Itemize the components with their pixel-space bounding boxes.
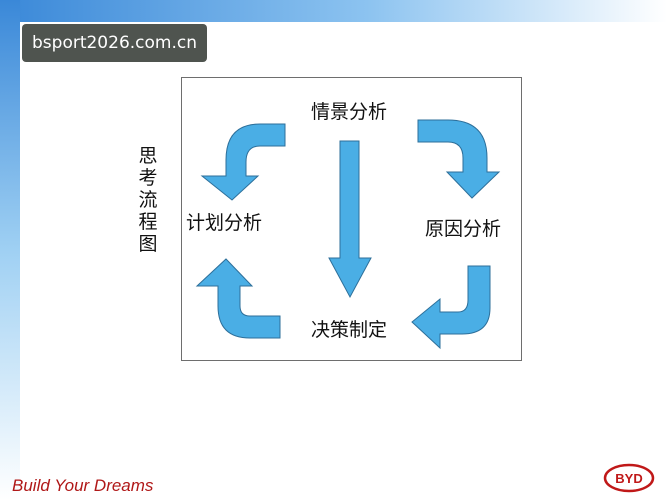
watermark-label: bsport2026.com.cn <box>22 24 207 62</box>
node-situation-analysis: 情景分析 <box>311 101 388 123</box>
footer-slogan: Build Your Dreams <box>12 476 154 495</box>
arrow-curve-top-right <box>417 119 501 199</box>
svg-text:BYD: BYD <box>615 471 642 486</box>
node-cause-analysis: 原因分析 <box>425 218 502 240</box>
arrow-down-center <box>328 140 372 299</box>
top-gradient-band <box>0 0 667 22</box>
node-decision-making: 决策制定 <box>311 319 388 341</box>
vertical-title: 思考流程图 <box>138 145 158 255</box>
arrow-curve-top-left <box>200 123 286 201</box>
left-gradient-band <box>0 0 20 500</box>
arrow-curve-bottom-left <box>195 258 281 339</box>
byd-logo: BYD <box>603 463 655 493</box>
arrow-curve-bottom-right <box>411 265 491 350</box>
node-plan-analysis: 计划分析 <box>186 212 263 234</box>
